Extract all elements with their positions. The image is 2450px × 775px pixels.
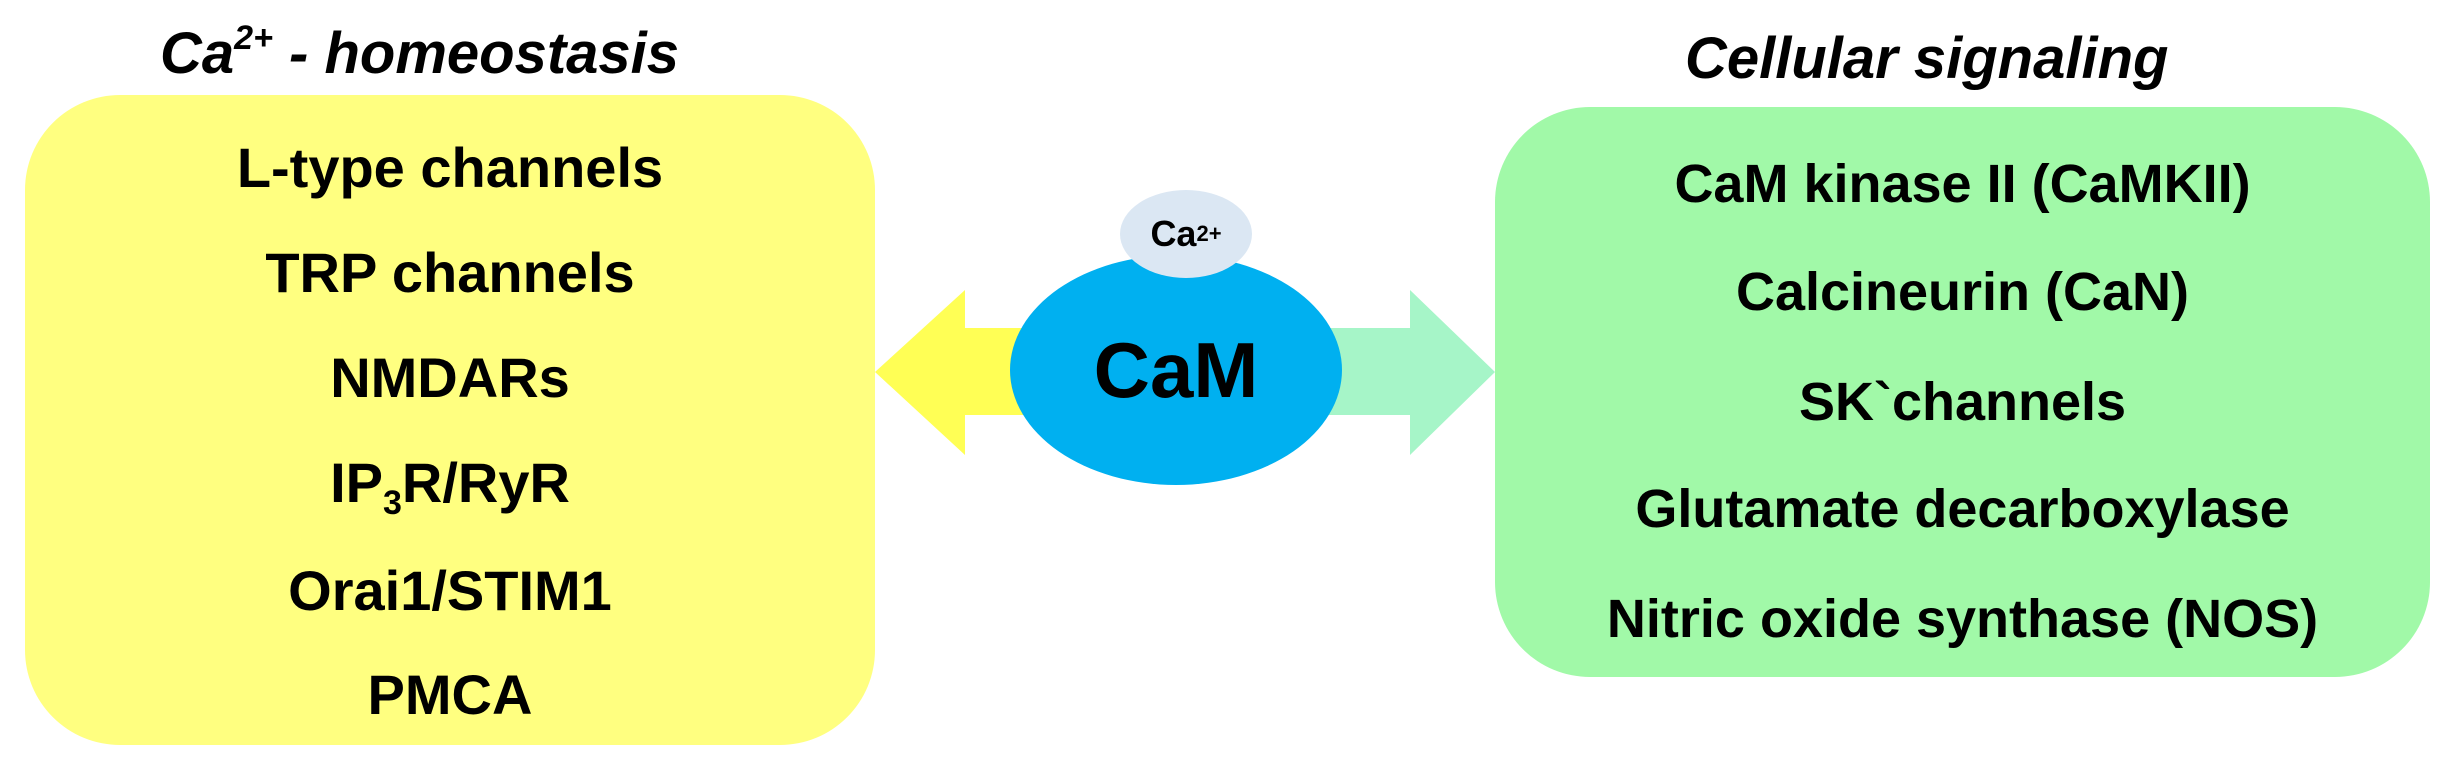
right-panel-heading: Cellular signaling <box>1685 26 2169 91</box>
heading-homeostasis-text: - homeostasis <box>272 21 680 86</box>
ion-symbol: Ca <box>1150 213 1197 254</box>
list-item: Glutamate decarboxylase <box>1635 479 2290 539</box>
list-item: NMDARs <box>330 346 570 409</box>
list-item: CaM kinase II (CaMKII) <box>1674 154 2251 214</box>
calmodulin-node: CaM <box>1010 255 1342 485</box>
ip-subscript: 3 <box>382 484 402 522</box>
list-item: PMCA <box>367 663 533 726</box>
list-item: TRP channels <box>265 241 635 304</box>
cellular-signaling-box: CaM kinase II (CaMKII) Calcineurin (CaN)… <box>1495 107 2430 677</box>
list-item: L-type channels <box>236 136 664 199</box>
ip-text: IP <box>330 451 383 514</box>
heading-ca-symbol: Ca <box>160 21 235 86</box>
list-item: SK`channels <box>1798 372 2127 432</box>
list-item: Nitric oxide synthase (NOS) <box>1606 589 2319 649</box>
cam-label: CaM <box>1093 325 1259 414</box>
list-item: IP3R/RyR <box>25 455 875 521</box>
list-item: Orai1/STIM1 <box>288 559 612 622</box>
left-panel-heading: Ca2+ - homeostasis <box>160 21 679 83</box>
right-arrow <box>1318 290 1495 455</box>
receptor-text: R/RyR <box>401 451 570 514</box>
left-double-arrow-half <box>875 290 1030 455</box>
heading-charge: 2+ <box>234 19 273 57</box>
list-item: Calcineurin (CaN) <box>1735 262 2190 322</box>
calcium-homeostasis-box: L-type channels TRP channels NMDARs IP3R… <box>25 95 875 745</box>
